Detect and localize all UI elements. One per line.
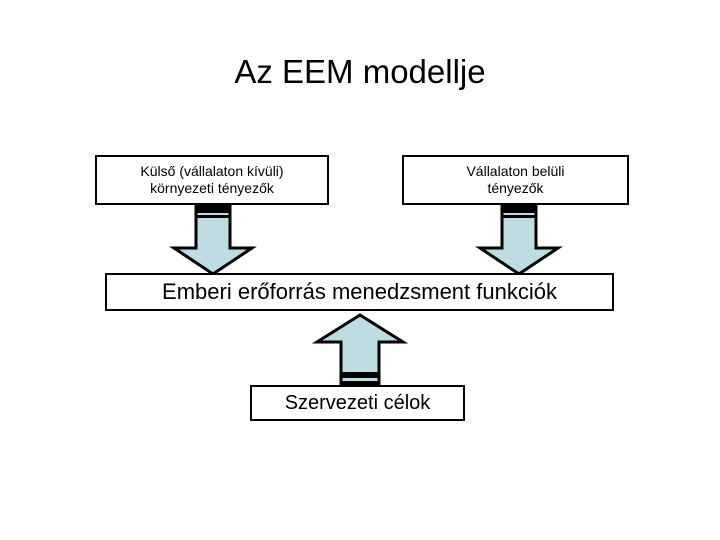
node-internal-factors-line2: tényezők xyxy=(487,180,544,196)
arrow-external-to-hrm-icon xyxy=(169,204,257,276)
node-internal-factors-line1: Vállalaton belüli xyxy=(466,163,565,179)
node-external-factors-line1: Külső (vállalaton kívüli) xyxy=(140,163,284,179)
page-title: Az EEM modellje xyxy=(234,53,486,90)
node-organizational-goals[interactable]: Szervezeti célok xyxy=(250,385,465,421)
node-external-factors-line2: környezeti tényezők xyxy=(150,180,274,196)
node-internal-factors-label: Vállalaton belüli tényezők xyxy=(404,163,627,197)
node-hrm-functions[interactable]: Emberi erőforrás menedzsment funkciók xyxy=(105,273,614,311)
arrow-internal-to-hrm-icon xyxy=(475,204,563,276)
node-internal-factors[interactable]: Vállalaton belüli tényezők xyxy=(402,155,629,205)
node-organizational-goals-label: Szervezeti célok xyxy=(284,392,431,414)
node-hrm-functions-label: Emberi erőforrás menedzsment funkciók xyxy=(162,279,557,304)
node-external-factors-label: Külső (vállalaton kívüli) környezeti tén… xyxy=(97,163,327,197)
arrow-goals-to-hrm-icon xyxy=(311,312,409,388)
node-external-factors[interactable]: Külső (vállalaton kívüli) környezeti tén… xyxy=(95,155,329,205)
